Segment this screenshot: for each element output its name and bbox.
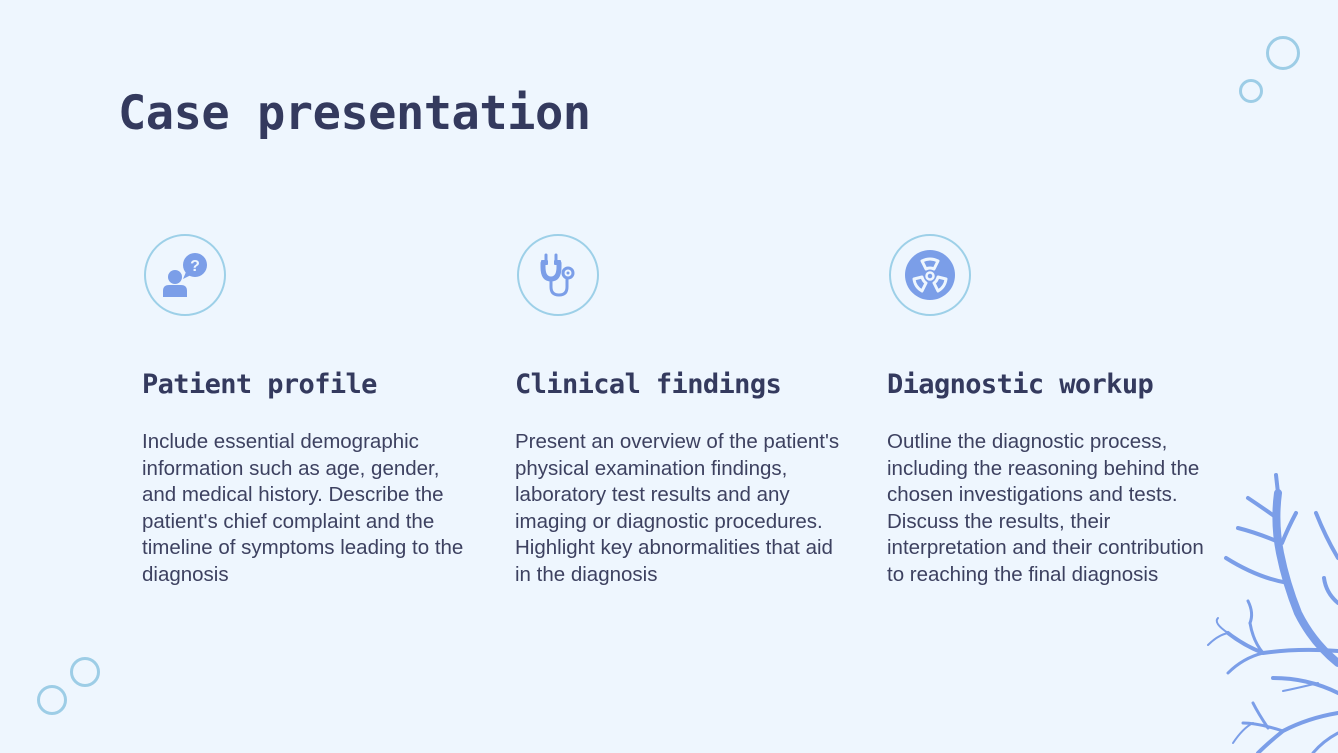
column-body: Include essential demographic informatio… — [142, 430, 464, 586]
column-heading: Clinical findings — [515, 369, 782, 400]
column-body: Present an overview of the patient's phy… — [515, 430, 840, 586]
column-heading: Diagnostic workup — [887, 369, 1154, 400]
bubble-decoration — [1239, 79, 1263, 103]
bubble-decoration — [37, 685, 67, 715]
patient-question-icon: ? — [163, 253, 207, 297]
column-patient-profile: ? Patient profile Include essential demo… — [142, 234, 472, 586]
column-clinical-findings: Clinical findings Present an overview of… — [515, 234, 845, 586]
column-heading: Patient profile — [142, 369, 377, 400]
svg-text:?: ? — [190, 258, 200, 275]
bubble-decoration — [70, 657, 100, 687]
blood-vessel-decoration — [1207, 473, 1338, 753]
icon-circle — [517, 234, 599, 316]
radiation-icon — [905, 250, 955, 300]
icon-circle: ? — [144, 234, 226, 316]
slide-title: Case presentation — [118, 86, 591, 141]
column-diagnostic-workup: Diagnostic workup Outline the diagnostic… — [887, 234, 1217, 586]
bubble-decoration — [1266, 36, 1300, 70]
column-body: Outline the diagnostic process, includin… — [887, 430, 1204, 586]
icon-circle — [889, 234, 971, 316]
stethoscope-icon — [540, 253, 575, 297]
